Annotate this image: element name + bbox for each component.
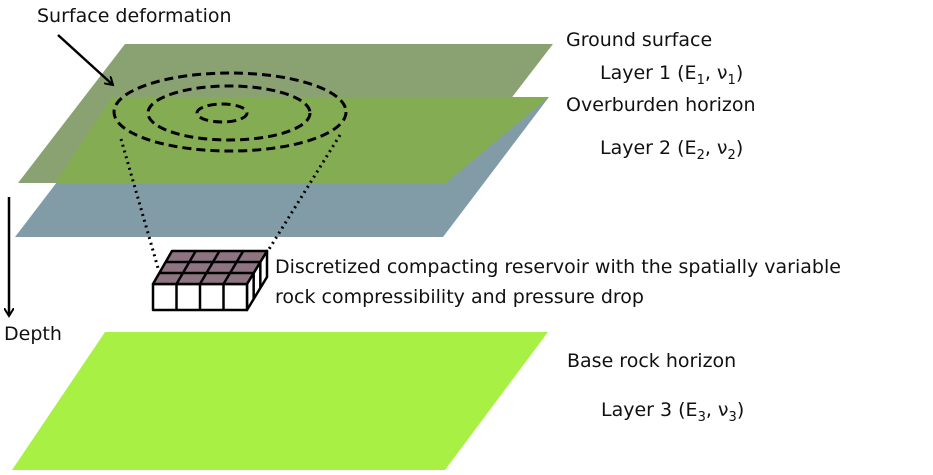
layer-3-prefix: Layer 3 (E bbox=[601, 399, 698, 421]
layer-2-nu-subscript: 2 bbox=[728, 148, 736, 163]
layer-2-prefix: Layer 2 (E bbox=[600, 137, 697, 159]
layer-3-e-subscript: 3 bbox=[698, 410, 706, 425]
layer-1-label: Layer 1 (E1, ν1) bbox=[600, 62, 743, 88]
projection-lines bbox=[119, 134, 342, 269]
reservoir-grid-column-line bbox=[198, 250, 221, 285]
layer-1-suffix: ) bbox=[736, 62, 743, 84]
contour-middle bbox=[146, 84, 312, 142]
surface-deformation-label: Surface deformation bbox=[37, 5, 232, 27]
reservoir-block bbox=[151, 249, 269, 312]
deformation-contours bbox=[112, 71, 348, 153]
overburden-horizon-label: Overburden horizon bbox=[566, 94, 756, 116]
layer-2-e-subscript: 2 bbox=[697, 148, 705, 163]
contour-inner bbox=[195, 102, 249, 124]
base-rock-plane bbox=[12, 332, 548, 470]
contour-outer bbox=[112, 71, 348, 153]
layer-3-nu-subscript: 3 bbox=[729, 410, 737, 425]
layer-2-suffix: ) bbox=[736, 137, 743, 159]
reservoir-description-line-2: rock compressibility and pressure drop bbox=[275, 286, 644, 308]
plane-overlap-region bbox=[55, 97, 549, 183]
layer-2-label: Layer 2 (E2, ν2) bbox=[600, 137, 743, 163]
layer-3-suffix: ) bbox=[737, 399, 744, 421]
ground-surface-label: Ground surface bbox=[566, 29, 712, 51]
surface-deformation-arrow bbox=[57, 34, 113, 85]
layer-3-mid: , ν bbox=[706, 399, 729, 421]
layer-1-e-subscript: 1 bbox=[697, 73, 705, 88]
reservoir-description-line-1: Discretized compacting reservoir with th… bbox=[275, 256, 841, 278]
projection-line-left bbox=[119, 138, 160, 269]
layer-1-prefix: Layer 1 (E bbox=[600, 62, 697, 84]
layer-3-label: Layer 3 (E3, ν3) bbox=[601, 399, 744, 425]
layer-1-mid: , ν bbox=[705, 62, 728, 84]
base-rock-horizon-label: Base rock horizon bbox=[567, 350, 736, 372]
layer-1-nu-subscript: 1 bbox=[728, 73, 736, 88]
reservoir-grid-column-line bbox=[175, 250, 197, 285]
reservoir-grid-column-line bbox=[222, 250, 245, 285]
layer-2-mid: , ν bbox=[705, 137, 728, 159]
depth-label: Depth bbox=[4, 323, 62, 345]
